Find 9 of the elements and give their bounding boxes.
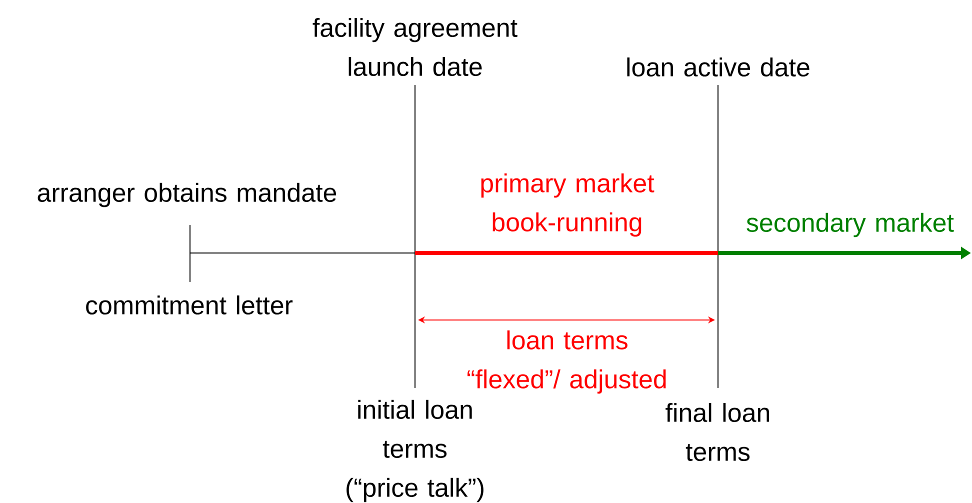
phase-label: primary market book-running (481, 173, 654, 237)
date-label: loan active date (627, 57, 810, 77)
span-label: loan terms “flexed”/ adjusted (468, 330, 666, 394)
terms-label: final loan terms (666, 402, 770, 462)
date-label: facility agreement launch date (312, 18, 518, 76)
event-label: commitment letter (86, 295, 293, 315)
terms-label: initial loan terms (“price talk”) (346, 400, 484, 502)
event-label: arranger obtains mandate (38, 182, 336, 208)
phase-label: secondary market (746, 212, 954, 238)
